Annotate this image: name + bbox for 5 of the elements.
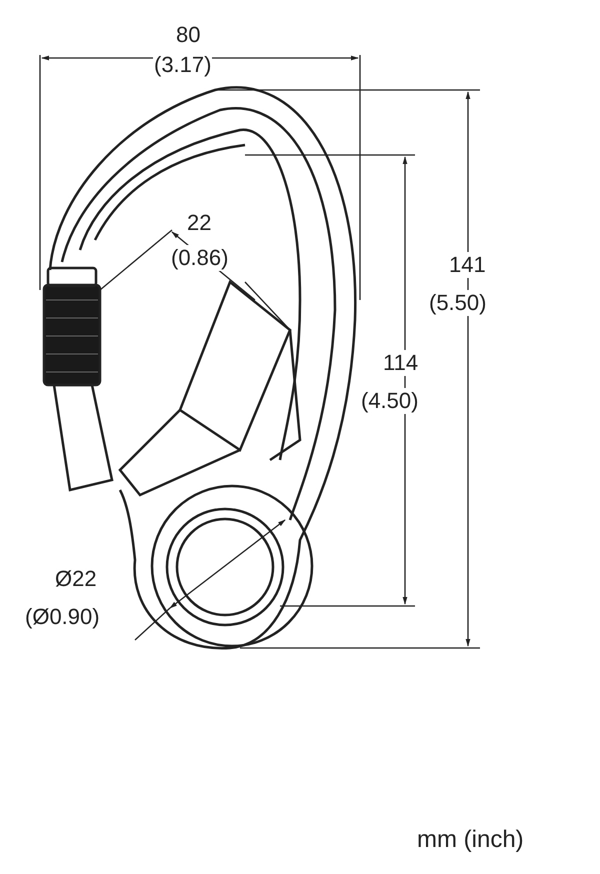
dimension-value: 141 [448,252,487,278]
dimension-value: (4.50) [360,388,420,414]
dimension-value: 114 [382,350,420,376]
dimension-value: (0.86) [170,245,230,271]
dimension-value: (5.50) [428,290,488,316]
